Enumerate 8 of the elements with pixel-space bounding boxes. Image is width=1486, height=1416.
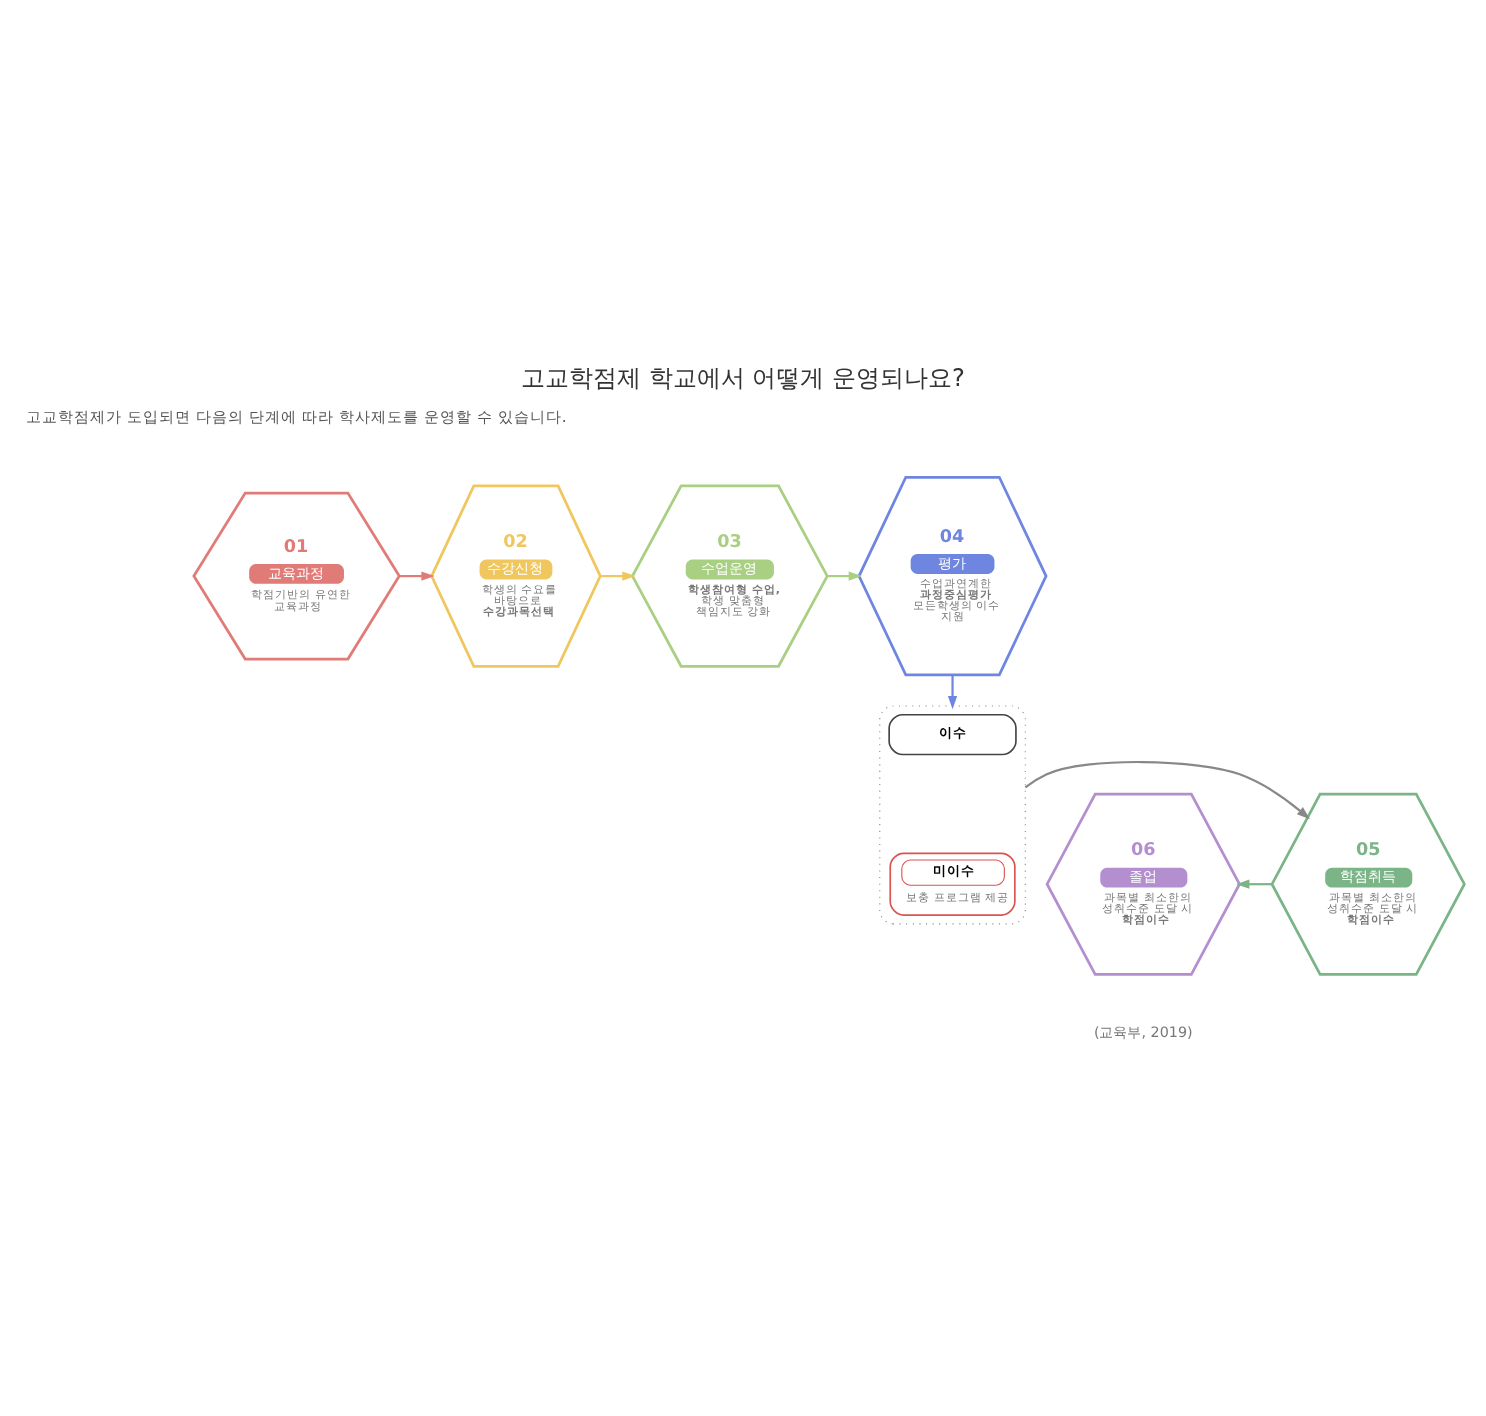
cluster [879,705,1026,925]
arrow [1024,760,1310,820]
arrow [600,571,636,581]
arrow [399,571,435,581]
arrow [827,571,862,581]
arrow [1236,879,1272,889]
arrow [947,675,958,710]
diagram-title: 고교학점제 학교에서 어떻게 운영되나요? [521,364,965,393]
